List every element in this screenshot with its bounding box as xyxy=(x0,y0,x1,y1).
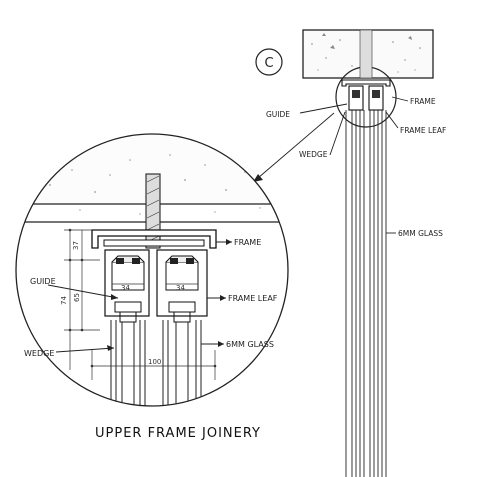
elevation-leaders xyxy=(257,96,409,234)
elevation-label-frame-leaf: FRAME LEAF xyxy=(400,126,446,135)
dim-34-right: 34 xyxy=(176,284,185,292)
detail-label-guide: GUIDE xyxy=(30,277,56,286)
detail-marker-circle xyxy=(255,48,283,76)
leader-arrowhead xyxy=(253,174,263,182)
elevation-label-frame: FRAME xyxy=(410,97,436,106)
detail-label-frame: FRAME xyxy=(234,238,261,247)
detail-marker-letter: C xyxy=(264,56,273,71)
detail-anchor-rod xyxy=(145,173,161,249)
detail-leaf-right xyxy=(156,249,208,323)
detail-concrete-texture xyxy=(49,154,261,215)
dim-34-left: 34 xyxy=(121,284,130,292)
elevation-frame-profile xyxy=(341,79,391,87)
detail-glass-panels xyxy=(110,320,202,406)
elevation-view: C GUIDE FRAME WEDGE FRAME LEAF 6MM GLASS xyxy=(253,29,446,477)
detail-circle xyxy=(15,133,289,407)
detail-frame-web xyxy=(103,239,205,247)
elevation-label-glass: 6MM GLASS xyxy=(398,229,443,238)
detail-title: UPPER FRAME JOINERY xyxy=(95,426,261,441)
detail-dimension-lines xyxy=(64,229,216,380)
dim-65: 65 xyxy=(73,293,81,302)
elevation-guide-left xyxy=(352,90,360,98)
detail-frame-profile xyxy=(91,229,217,249)
elevation-label-wedge: WEDGE xyxy=(299,150,328,159)
dim-74: 74 xyxy=(60,296,68,305)
elevation-guide-right xyxy=(372,90,380,98)
detail-leaf-left xyxy=(104,249,150,323)
detail-dimension-ticks xyxy=(68,228,217,368)
elevation-label-guide: GUIDE xyxy=(266,110,290,119)
dim-37: 37 xyxy=(72,241,80,250)
dim-100: 100 xyxy=(148,358,161,366)
elevation-hatch-strip xyxy=(359,29,373,79)
detail-label-glass: 6MM GLASS xyxy=(226,340,274,349)
detail-label-wedge: WEDGE xyxy=(24,349,54,358)
detail-view: FRAME GUIDE FRAME LEAF 6MM GLASS WEDGE 3… xyxy=(15,133,289,441)
elevation-glass-panels xyxy=(345,110,387,477)
detail-label-frame-leaf: FRAME LEAF xyxy=(228,294,278,303)
detail-arrowheads xyxy=(107,239,232,351)
elevation-concrete-texture xyxy=(311,33,421,73)
